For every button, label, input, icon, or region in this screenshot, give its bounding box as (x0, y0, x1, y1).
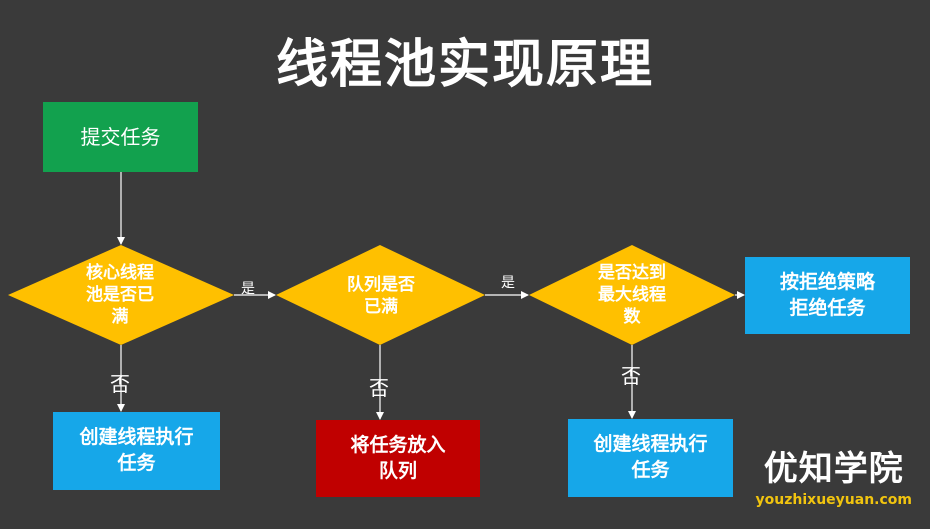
edge-label-no-1: 否 (110, 372, 130, 396)
submit-task-node: 提交任务 (43, 102, 198, 172)
max-threads-decision-label: 是否达到 最大线程 数 (598, 263, 666, 328)
brand-url[interactable]: youzhixueyuan.com (755, 492, 912, 508)
edge-label-no-2: 否 (369, 376, 389, 400)
diagram-title: 线程池实现原理 (275, 35, 654, 95)
decision-diamond-max (529, 245, 735, 345)
core-full-decision-label: 核心线程 池是否已 满 (86, 263, 154, 328)
decision-diamond-core (8, 245, 234, 345)
reject-task-node: 按拒绝策略 拒绝任务 (745, 257, 910, 334)
brand-logo: 优知学院 youzhixueyuan.com (756, 441, 912, 508)
brand-name: 优知学院 (763, 449, 904, 489)
queue-full-decision-label: 队列是否 已满 (347, 275, 415, 318)
enqueue-task-node: 将任务放入 队列 (316, 420, 480, 497)
create-thread-node-1: 创建线程执行 任务 (53, 412, 220, 490)
edge-label-no-3: 否 (621, 364, 641, 388)
edge-label-yes-2: 是 (501, 275, 515, 291)
create-thread-node-2: 创建线程执行 任务 (568, 419, 733, 497)
edge-label-yes-1: 是 (241, 281, 255, 297)
decision-diamond-queue (276, 245, 485, 345)
